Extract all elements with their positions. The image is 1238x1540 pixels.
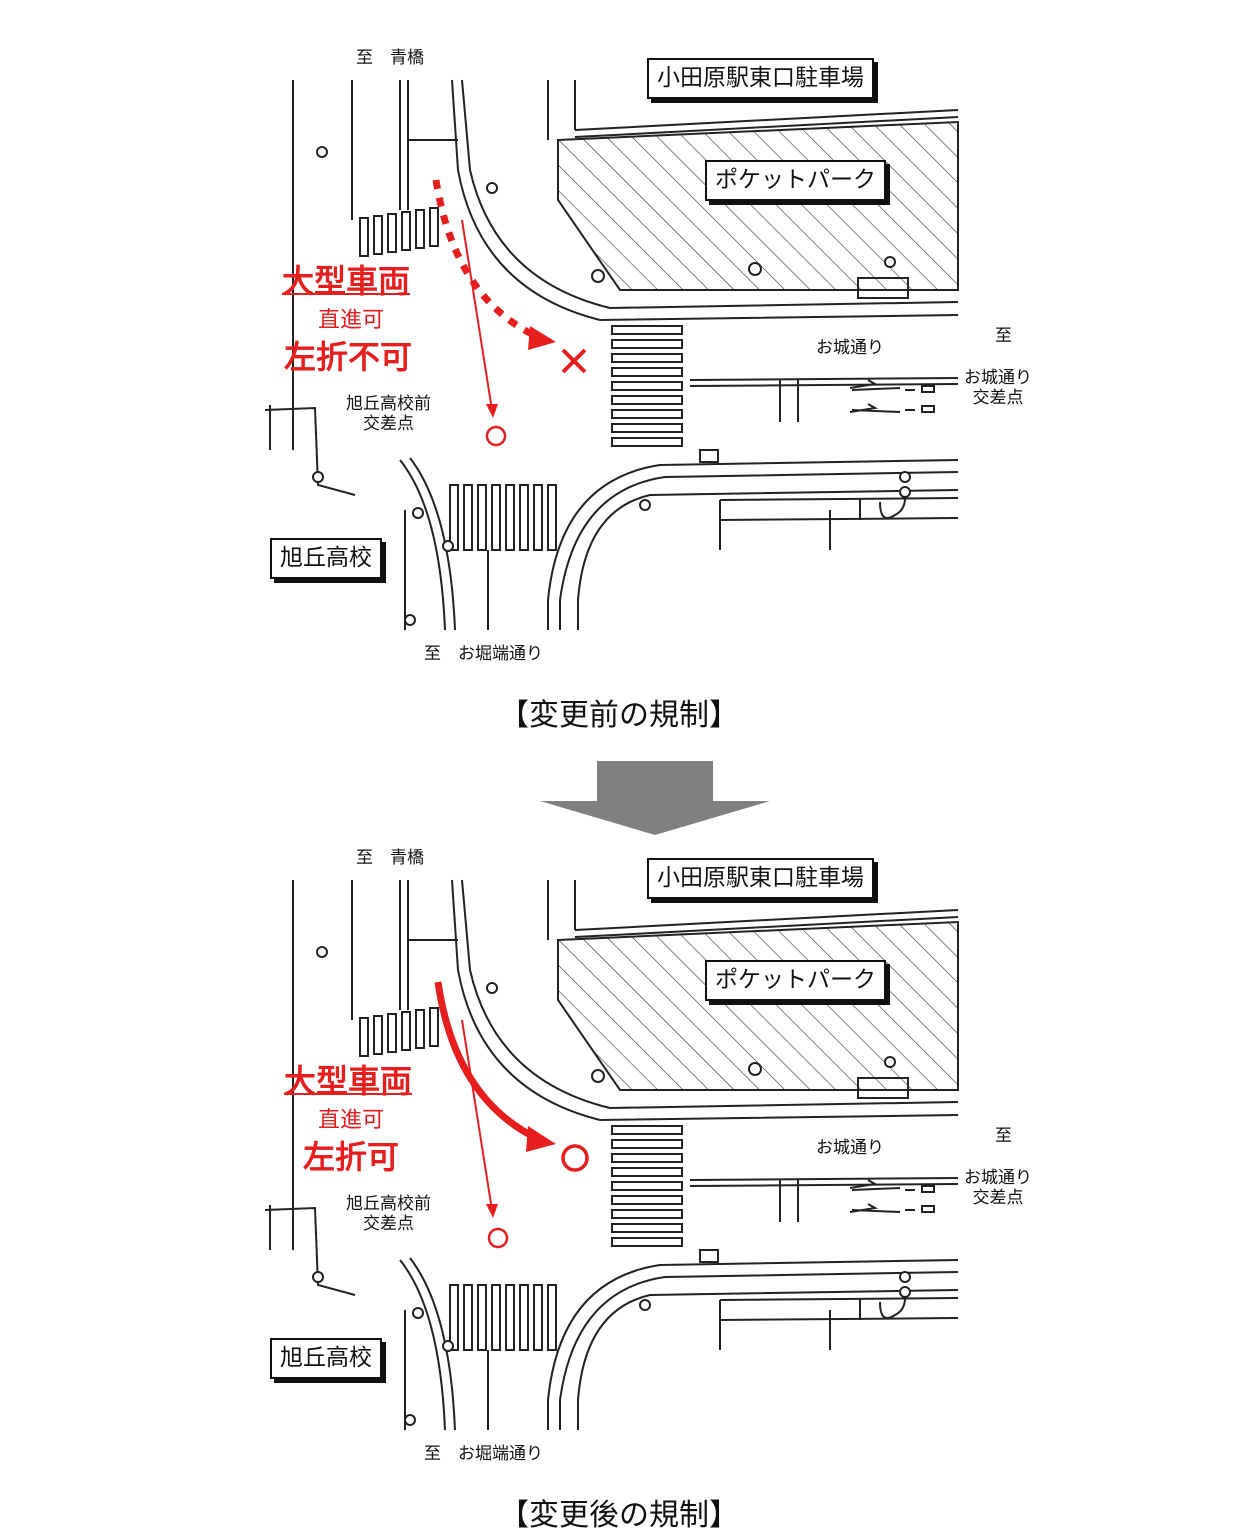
pocket-park-label: ポケットパーク [705, 160, 886, 201]
intersection-label: 旭丘高校前 交差点 [346, 1194, 431, 1235]
oshiro-intersection-label: お城通り 交差点 [964, 368, 1032, 409]
school-label: 旭丘高校 [270, 538, 382, 579]
map-before: 至 青橋 小田原駅東口駐車場 ポケットパーク 大型車両 直進可 左折不可 旭丘高… [0, 40, 1238, 740]
large-vehicle-label: 大型車両 [284, 1062, 413, 1100]
intersection-label: 旭丘高校前 交差点 [346, 394, 431, 435]
parking-label: 小田原駅東口駐車場 [647, 58, 874, 99]
large-vehicle-label: 大型車両 [282, 262, 411, 300]
oshiro-dori-label: お城通り [816, 338, 884, 358]
to-ohoribata-label: 至 お堀端通り [424, 644, 543, 664]
left-turn-label: 左折不可 [284, 338, 413, 376]
to-ohoribata-label: 至 お堀端通り [424, 1444, 543, 1464]
to-aohashi-label: 至 青橋 [356, 48, 424, 68]
road-map-drawing [264, 79, 959, 631]
to-oshiro-label: 至 [995, 1126, 1012, 1146]
straight-ok-label: 直進可 [318, 308, 385, 333]
caption-after: 【変更後の規制】 [499, 1498, 739, 1533]
parking-label: 小田原駅東口駐車場 [647, 858, 874, 899]
oshiro-intersection-label: お城通り 交差点 [964, 1168, 1032, 1209]
left-turn-label: 左折可 [303, 1138, 400, 1176]
map-after: 至 青橋 小田原駅東口駐車場 ポケットパーク 大型車両 直進可 左折可 旭丘高校… [0, 840, 1238, 1540]
to-aohashi-label: 至 青橋 [356, 848, 424, 868]
oshiro-dori-label: お城通り [816, 1138, 884, 1158]
school-label: 旭丘高校 [270, 1338, 382, 1379]
road-map-drawing [264, 879, 959, 1431]
pocket-park-label: ポケットパーク [705, 960, 886, 1001]
down-arrow-icon [540, 761, 770, 835]
to-oshiro-label: 至 [995, 326, 1012, 346]
straight-ok-label: 直進可 [318, 1108, 385, 1133]
caption-before: 【変更前の規制】 [499, 698, 739, 733]
